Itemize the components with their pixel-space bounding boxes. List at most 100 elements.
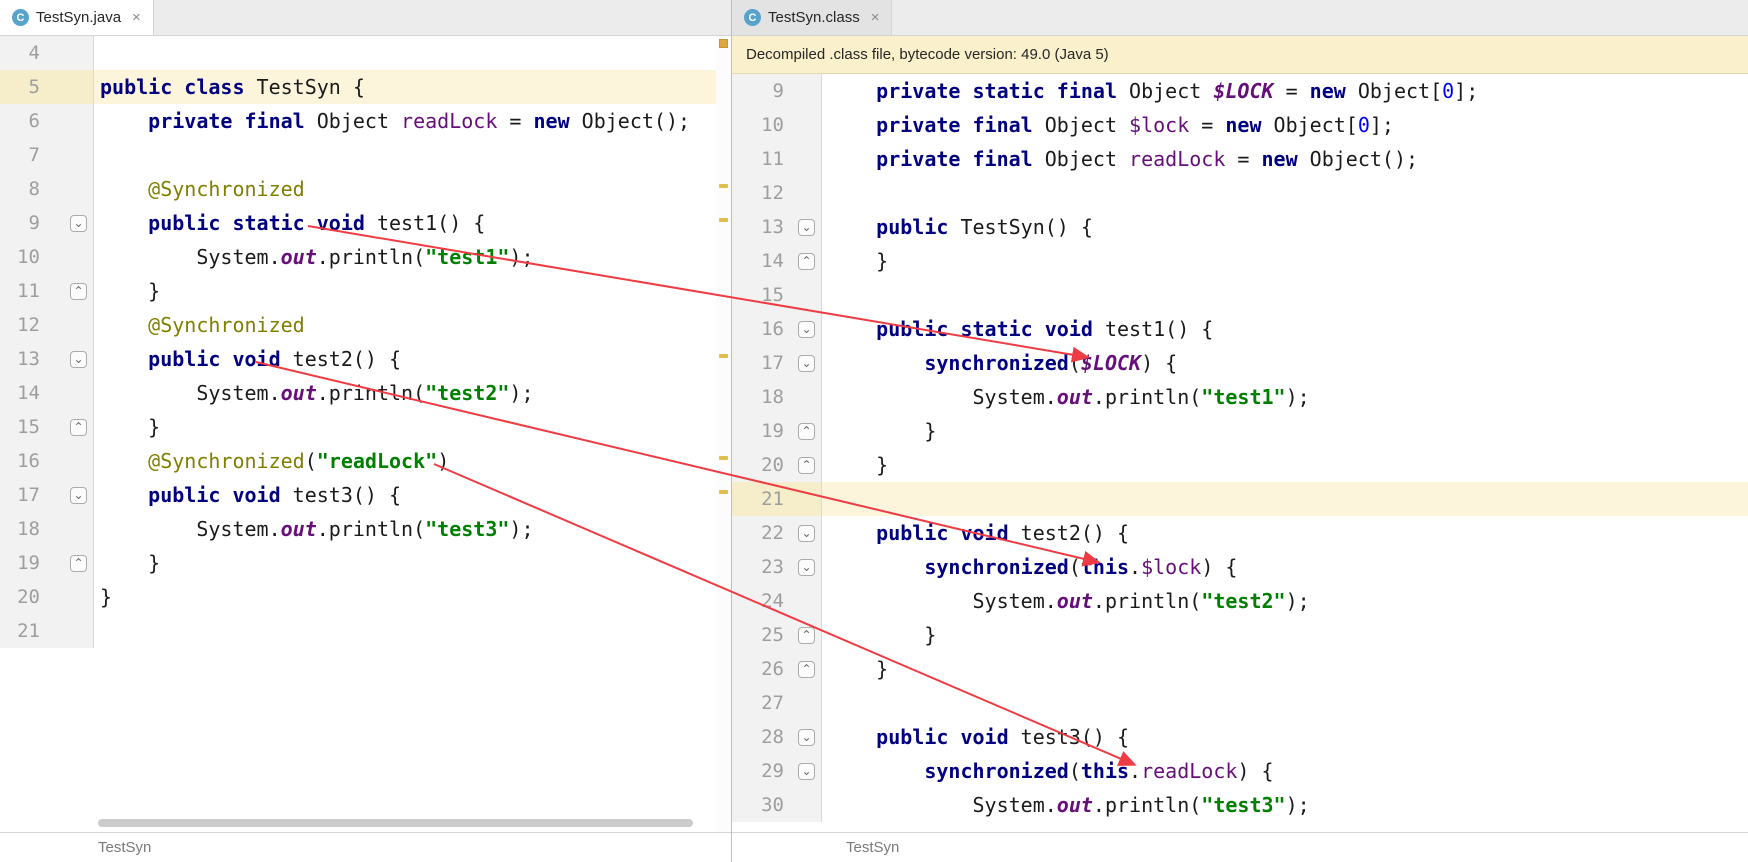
warning-stripe-mark[interactable] [719,456,728,460]
code-line[interactable]: 13⌄ public void test2() { [0,342,731,376]
code-line[interactable]: 27 [732,686,1748,720]
gutter[interactable]: 9⌄ [0,206,94,240]
code-line[interactable]: 12 @Synchronized [0,308,731,342]
gutter[interactable]: 16⌄ [732,312,822,346]
code-line[interactable]: 8 @Synchronized [0,172,731,206]
code-line[interactable]: 9 private static final Object $LOCK = ne… [732,74,1748,108]
fold-end-icon[interactable]: ⌃ [70,418,87,436]
gutter[interactable]: 26⌃ [732,652,822,686]
gutter[interactable]: 22⌄ [732,516,822,550]
code-line[interactable]: 15⌃ } [0,410,731,444]
fold-end-icon[interactable]: ⌃ [70,282,87,300]
gutter[interactable]: 30 [732,788,822,822]
gutter[interactable]: 15 [732,278,822,312]
code-line[interactable]: 23⌄ synchronized(this.$lock) { [732,550,1748,584]
gutter[interactable]: 19⌃ [0,546,94,580]
close-icon[interactable]: × [870,9,880,26]
gutter[interactable]: 14 [0,376,94,410]
code-line[interactable]: 16⌄ public static void test1() { [732,312,1748,346]
gutter[interactable]: 11⌃ [0,274,94,308]
fold-expanded-icon[interactable]: ⌄ [70,350,87,368]
gutter[interactable]: 4 [0,36,94,70]
gutter[interactable]: 9 [732,74,822,108]
gutter[interactable]: 10 [732,108,822,142]
gutter[interactable]: 25⌃ [732,618,822,652]
gutter[interactable]: 12 [0,308,94,342]
breadcrumb[interactable]: TestSyn [98,839,152,856]
code-line[interactable]: 19⌃ } [732,414,1748,448]
code-line[interactable]: 10 System.out.println("test1"); [0,240,731,274]
code-line[interactable]: 19⌃ } [0,546,731,580]
fold-end-icon[interactable]: ⌃ [798,660,815,678]
code-line[interactable]: 17⌄ synchronized($LOCK) { [732,346,1748,380]
code-line[interactable]: 15 [732,278,1748,312]
gutter[interactable]: 13⌄ [732,210,822,244]
fold-expanded-icon[interactable]: ⌄ [798,320,815,338]
gutter[interactable]: 27 [732,686,822,720]
gutter[interactable]: 13⌄ [0,342,94,376]
code-line[interactable]: 17⌄ public void test3() { [0,478,731,512]
code-line[interactable]: 26⌃ } [732,652,1748,686]
code-line[interactable]: 30 System.out.println("test3"); [732,788,1748,822]
code-line[interactable]: 24 System.out.println("test2"); [732,584,1748,618]
code-line[interactable]: 7 [0,138,731,172]
gutter[interactable]: 15⌃ [0,410,94,444]
code-line[interactable]: 25⌃ } [732,618,1748,652]
gutter[interactable]: 11 [732,142,822,176]
fold-end-icon[interactable]: ⌃ [798,456,815,474]
gutter[interactable]: 17⌄ [732,346,822,380]
code-line[interactable]: 21 [732,482,1748,516]
inspections-indicator-icon[interactable] [719,39,728,48]
code-line[interactable]: 20} [0,580,731,614]
tab-testsyn-class[interactable]: C TestSyn.class × [732,0,893,35]
code-line[interactable]: 28⌄ public void test3() { [732,720,1748,754]
warning-stripe-mark[interactable] [719,490,728,494]
gutter[interactable]: 18 [0,512,94,546]
gutter[interactable]: 14⌃ [732,244,822,278]
fold-expanded-icon[interactable]: ⌄ [798,762,815,780]
fold-expanded-icon[interactable]: ⌄ [798,558,815,576]
gutter[interactable]: 6 [0,104,94,138]
code-line[interactable]: 11 private final Object readLock = new O… [732,142,1748,176]
gutter[interactable]: 10 [0,240,94,274]
code-line[interactable]: 4 [0,36,731,70]
gutter[interactable]: 12 [732,176,822,210]
warning-stripe-mark[interactable] [719,184,728,188]
code-line[interactable]: 9⌄ public static void test1() { [0,206,731,240]
gutter[interactable]: 8 [0,172,94,206]
code-line[interactable]: 29⌄ synchronized(this.readLock) { [732,754,1748,788]
code-line[interactable]: 21 [0,614,731,648]
code-line[interactable]: 22⌄ public void test2() { [732,516,1748,550]
breadcrumb[interactable]: TestSyn [846,839,900,856]
code-line[interactable]: 18 System.out.println("test3"); [0,512,731,546]
gutter[interactable]: 5 [0,70,94,104]
fold-end-icon[interactable]: ⌃ [798,422,815,440]
code-line[interactable]: 16 @Synchronized("readLock") [0,444,731,478]
gutter[interactable]: 17⌄ [0,478,94,512]
close-icon[interactable]: × [132,9,141,26]
code-line[interactable]: 10 private final Object $lock = new Obje… [732,108,1748,142]
warning-stripe-mark[interactable] [719,354,728,358]
horizontal-scrollbar[interactable] [98,819,693,827]
warning-stripe-mark[interactable] [719,218,728,222]
gutter[interactable]: 20 [0,580,94,614]
gutter[interactable]: 24 [732,584,822,618]
code-line[interactable]: 12 [732,176,1748,210]
gutter[interactable]: 19⌃ [732,414,822,448]
fold-expanded-icon[interactable]: ⌄ [70,486,87,504]
code-line[interactable]: 14 System.out.println("test2"); [0,376,731,410]
gutter[interactable]: 16 [0,444,94,478]
fold-end-icon[interactable]: ⌃ [70,554,87,572]
fold-expanded-icon[interactable]: ⌄ [70,214,87,232]
gutter[interactable]: 23⌄ [732,550,822,584]
fold-end-icon[interactable]: ⌃ [798,626,815,644]
fold-expanded-icon[interactable]: ⌄ [798,354,815,372]
fold-expanded-icon[interactable]: ⌄ [798,728,815,746]
gutter[interactable]: 28⌄ [732,720,822,754]
fold-expanded-icon[interactable]: ⌄ [798,524,815,542]
gutter[interactable]: 29⌄ [732,754,822,788]
gutter[interactable]: 20⌃ [732,448,822,482]
fold-end-icon[interactable]: ⌃ [798,252,815,270]
